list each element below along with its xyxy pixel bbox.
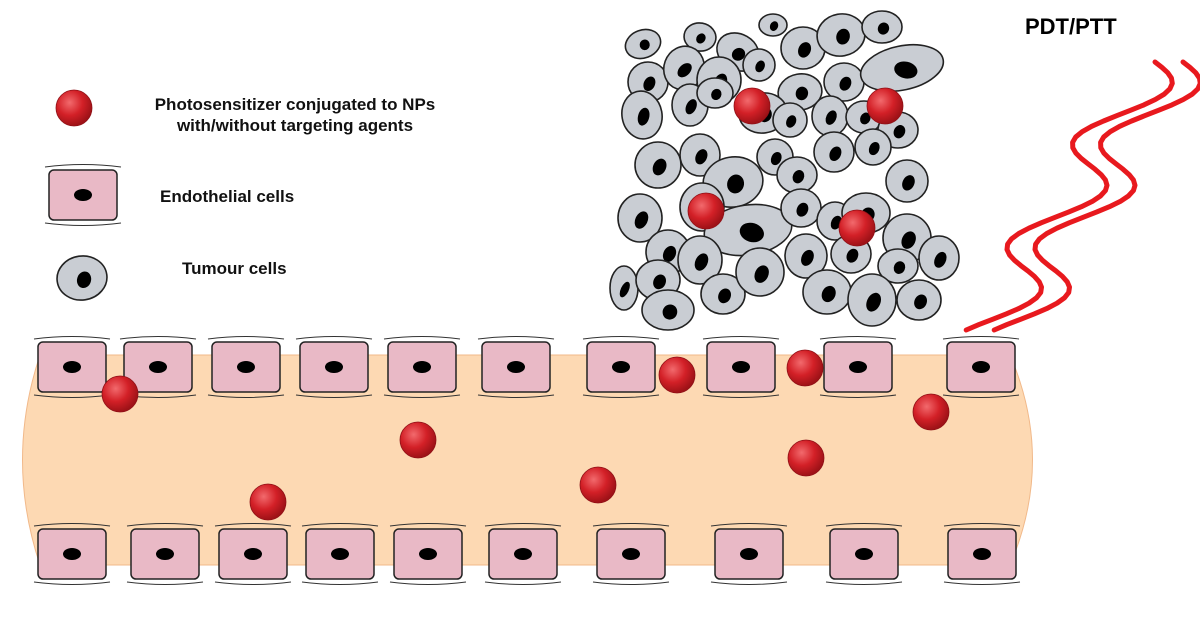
tumour-cell [918, 235, 960, 281]
light-waves [963, 59, 1200, 333]
endothelial-cell-bottom [825, 523, 903, 585]
tumour-cell [641, 289, 695, 331]
tumour-cell [859, 43, 945, 93]
endothelial-cell-top [942, 336, 1020, 398]
endothelial-cell-bottom [943, 523, 1021, 585]
legend-icons [44, 89, 122, 301]
light-wave-2 [991, 59, 1200, 333]
pdt-ptt-title: PDT/PTT [1025, 14, 1117, 39]
endothelial-cell-bottom [214, 523, 292, 585]
tumour-cell [742, 48, 776, 82]
nanoparticle-in-tumour [687, 192, 725, 230]
tumour-cell [813, 131, 855, 173]
tumour-cell [896, 279, 942, 321]
nanoparticle-in-tumour [866, 87, 904, 125]
nanoparticle-in-vessel [399, 421, 437, 459]
tumour-cell [847, 273, 897, 327]
tumour-cell [784, 233, 828, 279]
tumour-cell [677, 235, 723, 285]
nanoparticles [101, 87, 950, 521]
tumour-cell [624, 28, 662, 60]
tumour-cell [877, 248, 919, 284]
endothelial-cell-top [383, 336, 461, 398]
tumour-cell [811, 95, 849, 137]
endothelial-cell-top [819, 336, 897, 398]
light-wave-1 [963, 59, 1175, 333]
tumour-mass [609, 10, 960, 331]
nanoparticle-in-vessel [912, 393, 950, 431]
tumour-cell [758, 13, 788, 37]
endothelial-cell-top [295, 336, 373, 398]
tumour-cell [780, 188, 822, 228]
nanoparticle-in-tumour [733, 87, 771, 125]
tumour-cell [621, 90, 663, 140]
tumour-cell [735, 247, 785, 297]
endothelial-cell-bottom [301, 523, 379, 585]
endothelial-cell-bottom [710, 523, 788, 585]
tumour-cell [634, 141, 682, 189]
tumour-cell [696, 77, 734, 109]
endothelial-cell-top [33, 336, 111, 398]
tumour-cell [700, 273, 746, 315]
tumour-cell [861, 10, 903, 44]
nanoparticle-in-vessel [658, 356, 696, 394]
tumour-cell [823, 62, 865, 102]
tumour-cell [679, 133, 721, 177]
nanoparticle-in-tumour [838, 209, 876, 247]
endothelial-cell-top [207, 336, 285, 398]
tumour-cell [617, 193, 663, 243]
tumour-cell [885, 159, 929, 203]
legend-endothelial-icon [44, 164, 122, 226]
nanoparticle-in-vessel [101, 375, 139, 413]
legend-label-photosensitizer: Photosensitizer conjugated to NPs with/w… [154, 95, 436, 135]
tumour-cell [802, 269, 852, 315]
tumour-cell [772, 102, 808, 138]
endothelial-cell-top [477, 336, 555, 398]
endothelial-cell-bottom [389, 523, 467, 585]
legend-label-endothelial: Endothelial cells [160, 187, 295, 206]
tumour-cell [609, 265, 639, 311]
endothelial-cell-top [119, 336, 197, 398]
legend-label-tumour: Tumour cells [182, 259, 287, 278]
legend-tumour-icon [56, 255, 108, 301]
endothelial-cell-bottom [33, 523, 111, 585]
endothelial-layer [33, 336, 1021, 585]
legend-nanoparticle-icon [55, 89, 93, 127]
endothelial-cell-bottom [126, 523, 204, 585]
nanoparticle-in-vessel [787, 439, 825, 477]
endothelial-cell-top [702, 336, 780, 398]
nanoparticle-in-vessel [579, 466, 617, 504]
tumour-cell [780, 26, 826, 70]
nanoparticle-in-vessel [786, 349, 824, 387]
tumour-cell [854, 128, 892, 166]
endothelial-cell-bottom [484, 523, 562, 585]
endothelial-cell-top [582, 336, 660, 398]
tumour-cell [776, 156, 818, 194]
endothelial-cell-bottom [592, 523, 670, 585]
nanoparticle-in-vessel [249, 483, 287, 521]
